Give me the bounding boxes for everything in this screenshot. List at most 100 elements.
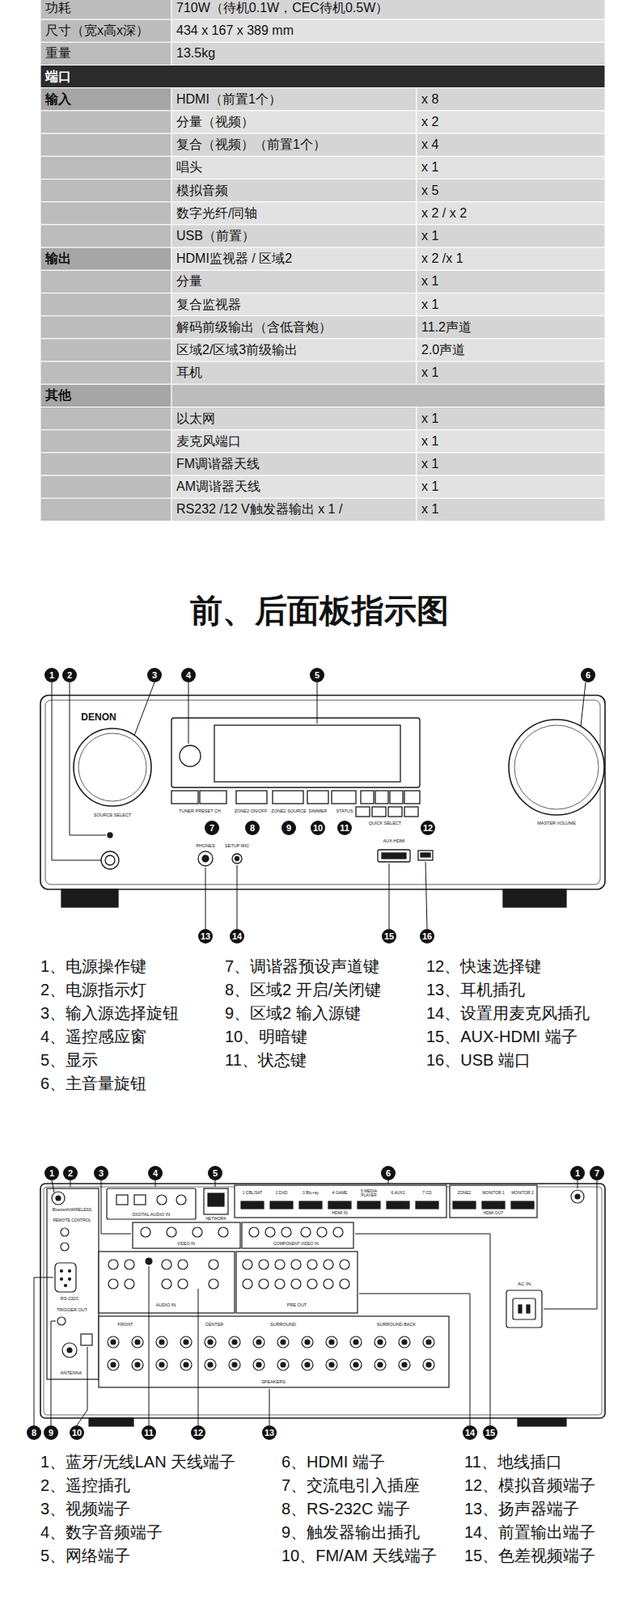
label-text: 3 (152, 670, 157, 682)
rear-panel (67, 1348, 72, 1354)
table-cell-bg (40, 88, 172, 111)
callout-number: 12 (423, 823, 433, 834)
table-cell-bg (416, 247, 606, 271)
front-panel (389, 791, 403, 805)
rear-panel (258, 1260, 269, 1270)
label-text: x 2 / x 2 (421, 206, 467, 221)
rear-panel (234, 1185, 447, 1219)
front-panel (404, 807, 419, 817)
table-cell: x 1 (421, 274, 439, 289)
label-text: HDMI（前置1个） (176, 92, 282, 107)
label-text: 16 (422, 931, 432, 943)
panel-marking: COMPONENT VIDEO IN (273, 1242, 319, 1248)
label-text: 1 (49, 670, 55, 682)
table-cell: x 1 (421, 434, 439, 449)
speaker-binding-post (277, 1359, 289, 1372)
table-cell-bg (171, 179, 417, 203)
table-cell: x 4 (421, 137, 439, 153)
rear-panel (40, 1184, 606, 1419)
callout-number: 5 (314, 670, 320, 682)
callout-circle (589, 1166, 605, 1181)
rear-panel (55, 1196, 61, 1202)
rear-panel (108, 1260, 119, 1270)
speaker-binding-post (180, 1337, 192, 1349)
table-cell-bg (171, 19, 606, 43)
table-cell-bg (40, 361, 172, 385)
front-panel (40, 695, 606, 890)
callout-circle (44, 1166, 60, 1181)
legend-item: 12、模拟音频端子 (464, 1476, 596, 1496)
label-text: SOURCE SELECT (93, 812, 132, 818)
label-text: 8、RS-232C 端子 (281, 1500, 411, 1520)
rear-panel (208, 1279, 219, 1290)
table-cell: 解码前级输出（含低音炮） (176, 320, 332, 335)
front-panel (171, 791, 199, 805)
callout-number: 3 (98, 1168, 104, 1180)
label-text: 8 (31, 1428, 37, 1439)
label-text: 9 (48, 1428, 54, 1439)
callout-circle (207, 1166, 223, 1181)
table-cell-bg (40, 338, 172, 362)
panel-marking: ZONE2 ON/OFF (234, 808, 268, 814)
label-text: 12、快速选择键 (426, 957, 542, 977)
speaker-binding-post (426, 1340, 432, 1346)
speaker-binding-post (159, 1362, 165, 1368)
port-marking: 1 CBL/SAT (238, 1191, 267, 1196)
label-text: 5 (314, 670, 320, 682)
table-cell: 2.0声道 (421, 342, 466, 358)
label-text: 8、区域2 开启/关闭键 (224, 981, 381, 1000)
legend-item: 11、状态键 (224, 1051, 307, 1071)
callout-number: 1 (49, 1168, 55, 1180)
rear-panel (116, 1195, 128, 1206)
table-cell-bg (416, 407, 606, 431)
callout-circle (26, 1426, 42, 1441)
rear-panel (134, 1195, 146, 1206)
label-text: 功耗 (45, 0, 72, 16)
speaker-binding-post (253, 1337, 265, 1349)
leader-line (577, 1180, 579, 1190)
panel-marking: HDMI OUT (483, 1211, 504, 1217)
label-text: 12 (423, 823, 433, 834)
table-cell: x 1 (421, 479, 439, 495)
panel-marking: TRIGGER OUT (56, 1307, 88, 1313)
table-cell-bg (416, 316, 606, 339)
rear-panel (270, 1201, 293, 1210)
panel-marking: AUX-HDMI (382, 838, 405, 844)
panel-marking: DIMMER (308, 808, 327, 814)
table-cell-bg (40, 0, 172, 20)
label-text: CENTER (205, 1322, 225, 1328)
port-marking: 4 GAME (325, 1191, 354, 1196)
rear-panel (328, 1201, 352, 1210)
speaker-binding-post (374, 1359, 386, 1372)
table-cell-bg (171, 247, 417, 271)
speaker-binding-post (423, 1359, 435, 1372)
label-text: 其他 (45, 388, 72, 403)
table-cell: x 1 (421, 160, 439, 175)
front-panel (307, 791, 329, 805)
label-text: PRE OUT (287, 1303, 307, 1308)
rear-panel (177, 1279, 188, 1290)
table-cell-bg (40, 202, 172, 225)
rear-panel (291, 1279, 301, 1290)
label-text: 5、显示 (40, 1051, 98, 1071)
front-panel (179, 745, 201, 767)
label-text: 1 CBL/SAT (238, 1191, 267, 1196)
label-text: 复合（视频）（前置1个） (176, 137, 326, 153)
table-cell-bg (416, 430, 606, 453)
table-cell-bg (40, 224, 172, 248)
table-cell: 13.5kg (176, 46, 216, 61)
title-text: 前、后面板指示图 (190, 592, 449, 630)
callout-number: 6 (585, 670, 591, 682)
leader-line (69, 682, 106, 836)
callout-circle (309, 668, 325, 683)
label-text: MONITOR 1 (482, 1191, 505, 1197)
callout-number: 4 (152, 1168, 158, 1180)
rear-panel (242, 1279, 253, 1290)
callout-number: 13 (264, 1428, 275, 1439)
label-text: x 2 (421, 114, 439, 130)
label-text: 2.0声道 (421, 342, 466, 358)
label-text: 14、前置输出端子 (464, 1523, 596, 1543)
table-cell-bg (416, 156, 606, 179)
leader-line (205, 867, 207, 930)
port-marking: 2 DVD (267, 1191, 296, 1196)
